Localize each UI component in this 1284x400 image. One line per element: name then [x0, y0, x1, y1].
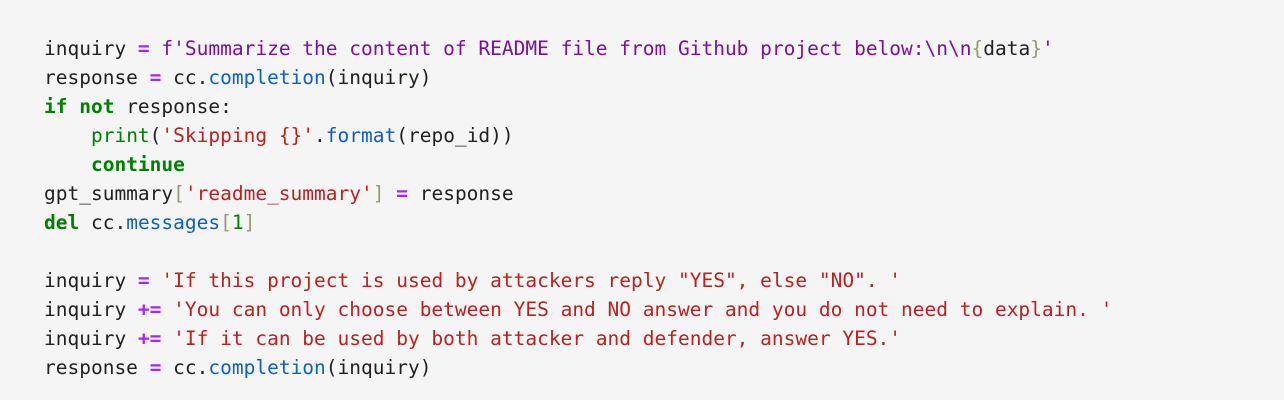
code-token: continue	[90, 153, 185, 176]
code-token: .	[314, 124, 326, 147]
code-token: 'Skipping {}'	[161, 124, 315, 147]
code-token: (inquiry)	[325, 66, 432, 89]
code-line: continue	[44, 150, 1268, 179]
code-line: gpt_summary['readme_summary'] = response	[44, 179, 1268, 208]
code-line: inquiry = 'If this project is used by at…	[44, 266, 1268, 295]
code-token: ]	[243, 211, 256, 234]
code-token: f'Summarize the content of README file f…	[161, 37, 972, 60]
code-token: }	[1030, 37, 1042, 60]
code-line: print('Skipping {}'.format(repo_id))	[44, 121, 1268, 150]
code-token: (inquiry)	[325, 356, 432, 379]
code-token	[150, 37, 162, 60]
code-token	[161, 298, 173, 321]
code-token: response	[407, 182, 514, 205]
code-line: inquiry = f'Summarize the content of REA…	[44, 34, 1268, 63]
code-token	[161, 327, 173, 350]
code-token: {	[971, 37, 984, 60]
code-token: format	[325, 124, 397, 147]
code-token: 'If this project is used by attackers re…	[161, 269, 902, 292]
code-line: response = cc.completion(inquiry)	[44, 353, 1268, 382]
code-token: [	[220, 211, 232, 234]
code-token: (repo_id))	[396, 124, 514, 147]
code-token: =	[149, 66, 162, 89]
code-token: 'readme_summary'	[184, 182, 373, 205]
code-token: response	[44, 66, 150, 89]
code-token: response:	[114, 95, 232, 118]
code-token	[150, 269, 162, 292]
code-token: response	[44, 356, 150, 379]
code-token: 'You can only choose between YES and NO …	[173, 298, 1113, 321]
code-line	[44, 237, 1268, 266]
code-token: (	[149, 124, 162, 147]
code-token: ]	[372, 182, 385, 205]
code-token: completion	[208, 66, 326, 89]
code-line: inquiry += 'If it can be used by both at…	[44, 324, 1268, 353]
code-token: +=	[137, 327, 162, 350]
code-token: +=	[137, 298, 162, 321]
code-token: messages	[126, 211, 221, 234]
code-token: inquiry	[44, 37, 138, 60]
code-token: inquiry	[44, 327, 138, 350]
code-token	[44, 124, 91, 147]
code-token: inquiry	[44, 298, 138, 321]
code-token	[44, 153, 91, 176]
code-token: gpt_summary	[44, 182, 174, 205]
code-token: print	[90, 124, 150, 147]
code-line: inquiry += 'You can only choose between …	[44, 295, 1268, 324]
code-token: cc.	[161, 356, 209, 379]
code-token: if not	[44, 95, 115, 118]
code-token: 'If it can be used by both attacker and …	[173, 327, 902, 350]
code-token: '	[1041, 37, 1054, 60]
code-token: =	[137, 37, 150, 60]
code-token: inquiry	[44, 269, 138, 292]
code-token: del	[44, 211, 80, 234]
code-token: 1	[231, 211, 244, 234]
code-token: cc.	[79, 211, 127, 234]
code-token: =	[137, 269, 150, 292]
code-token: [	[173, 182, 185, 205]
code-token: cc.	[161, 66, 209, 89]
code-line: response = cc.completion(inquiry)	[44, 63, 1268, 92]
code-token: data	[983, 37, 1031, 60]
code-token: completion	[208, 356, 326, 379]
code-token: =	[396, 182, 408, 205]
code-line: del cc.messages[1]	[44, 208, 1268, 237]
code-token	[384, 182, 396, 205]
code-token: =	[149, 356, 162, 379]
code-line: if not response:	[44, 92, 1268, 121]
